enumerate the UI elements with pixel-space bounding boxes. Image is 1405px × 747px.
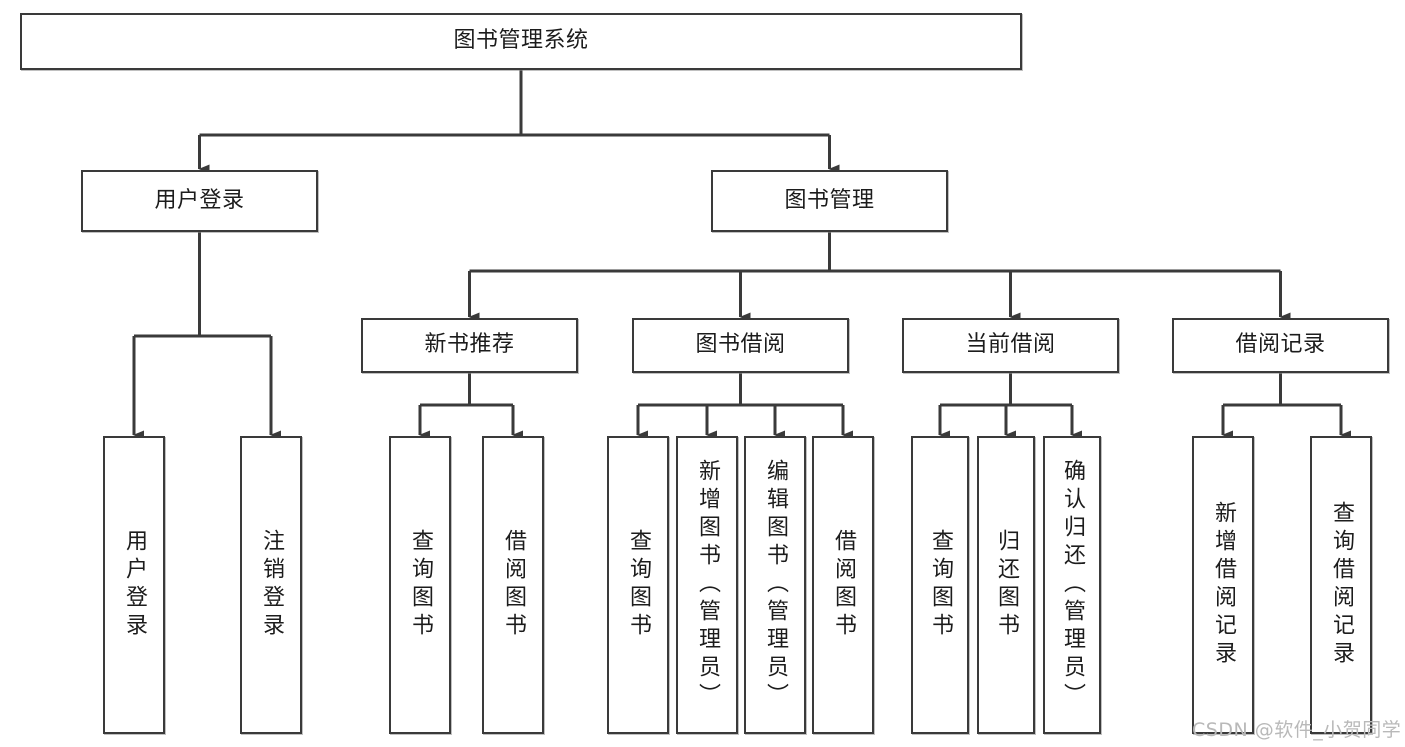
node-label: 查询图书 [928,529,953,641]
node-record[interactable]: 借阅记录 [1172,318,1389,373]
node-label: 借阅图书 [501,529,526,641]
node-label: 用户登录 [154,187,245,213]
node-leaf-login-1[interactable]: 用户登录 [103,436,165,734]
node-leaf-borrow-1[interactable]: 查询图书 [607,436,669,734]
node-label: 查询图书 [408,529,433,641]
node-label: 归还图书 [994,529,1019,641]
node-label: 新增借阅记录 [1211,501,1236,669]
node-label: 图书借阅 [695,332,786,358]
connector-lines [132,70,1351,440]
watermark: CSDN @软件_小贺同学 [1192,719,1402,741]
node-label: 当前借阅 [965,332,1056,358]
node-leaf-cur-2[interactable]: 归还图书 [977,436,1035,734]
node-bookmgmt[interactable]: 图书管理 [711,170,948,232]
node-leaf-cur-1[interactable]: 查询图书 [911,436,969,734]
node-label: 借阅记录 [1235,332,1326,358]
node-newbook[interactable]: 新书推荐 [361,318,578,373]
node-label: 图书管理 [784,187,875,213]
node-leaf-new-1[interactable]: 查询图书 [389,436,451,734]
node-borrow[interactable]: 图书借阅 [632,318,849,373]
node-root[interactable]: 图书管理系统 [20,13,1022,70]
node-label: 借阅图书 [831,529,856,641]
node-leaf-rec-1[interactable]: 新增借阅记录 [1192,436,1254,734]
node-leaf-new-2[interactable]: 借阅图书 [482,436,544,734]
node-label: 新书推荐 [424,332,515,358]
node-label: 新增图书（管理员） [695,459,720,711]
node-leaf-login-2[interactable]: 注销登录 [240,436,302,734]
node-leaf-borrow-2[interactable]: 新增图书（管理员） [676,436,738,734]
node-leaf-rec-2[interactable]: 查询借阅记录 [1310,436,1372,734]
node-current[interactable]: 当前借阅 [902,318,1119,373]
node-label: 编辑图书（管理员） [763,459,788,711]
node-label: 查询图书 [626,529,651,641]
node-label: 用户登录 [122,529,147,641]
node-leaf-borrow-3[interactable]: 编辑图书（管理员） [744,436,806,734]
node-label: 注销登录 [259,529,284,641]
node-label: 确认归还（管理员） [1060,459,1085,711]
node-leaf-cur-3[interactable]: 确认归还（管理员） [1043,436,1101,734]
node-leaf-borrow-4[interactable]: 借阅图书 [812,436,874,734]
node-label: 图书管理系统 [453,28,589,54]
node-label: 查询借阅记录 [1329,501,1354,669]
node-login[interactable]: 用户登录 [81,170,318,232]
